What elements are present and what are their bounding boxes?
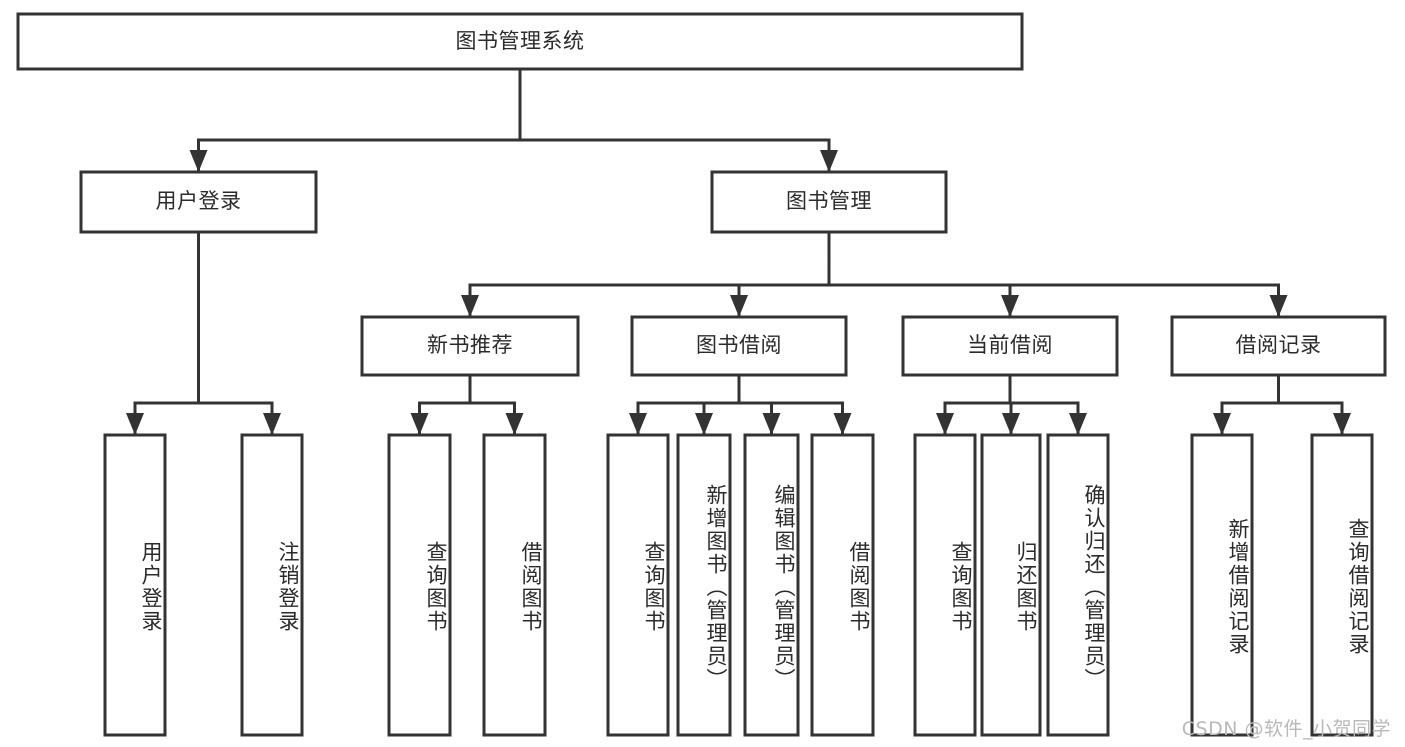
arrow-head-user-login-1 bbox=[263, 413, 281, 435]
arrow-head-user-login-0 bbox=[126, 413, 144, 435]
arrow-head-book-manage-3 bbox=[1269, 295, 1288, 317]
arrow-head-new-book-rec-1 bbox=[505, 413, 524, 435]
arrow-head-book-borrow-0 bbox=[629, 413, 647, 435]
arrow-head-book-borrow-3 bbox=[833, 413, 852, 435]
node-box-borrow-record[interactable] bbox=[1170, 315, 1387, 377]
arrow-head-book-manage-1 bbox=[730, 295, 748, 317]
node-box-new-book-rec[interactable] bbox=[360, 315, 580, 377]
node-box-leaf-logout[interactable] bbox=[240, 433, 304, 737]
arrow-head-root-1 bbox=[820, 150, 838, 172]
node-box-leaf-confirm[interactable] bbox=[1046, 433, 1110, 737]
arrow-head-book-manage-0 bbox=[461, 295, 479, 317]
edges-layer bbox=[126, 67, 1351, 437]
node-box-leaf-query-1[interactable] bbox=[387, 433, 452, 737]
node-box-leaf-query-3[interactable] bbox=[913, 433, 977, 737]
node-box-leaf-query-2[interactable] bbox=[606, 433, 670, 737]
node-box-leaf-return[interactable] bbox=[980, 433, 1042, 737]
node-box-book-borrow[interactable] bbox=[630, 315, 848, 377]
node-box-book-manage[interactable] bbox=[710, 170, 948, 234]
arrow-head-borrow-record-0 bbox=[1213, 413, 1231, 435]
arrow-head-current-borrow-2 bbox=[1069, 413, 1087, 435]
arrow-head-book-borrow-1 bbox=[695, 413, 713, 435]
node-box-leaf-borrow-1[interactable] bbox=[482, 433, 547, 737]
node-box-leaf-borrow-2[interactable] bbox=[810, 433, 875, 737]
node-box-leaf-add-rec[interactable] bbox=[1190, 433, 1254, 737]
boxes-layer bbox=[16, 12, 1387, 737]
node-box-user-login[interactable] bbox=[79, 170, 318, 234]
arrow-head-borrow-record-1 bbox=[1333, 413, 1351, 435]
arrow-head-new-book-rec-0 bbox=[410, 413, 429, 435]
node-box-leaf-user-login[interactable] bbox=[103, 433, 167, 737]
watermark-text: CSDN @软件_小贺同学 bbox=[1181, 718, 1391, 740]
arrow-head-book-manage-2 bbox=[1001, 295, 1019, 317]
node-box-current-borrow[interactable] bbox=[901, 315, 1119, 377]
node-box-leaf-add-book[interactable] bbox=[676, 433, 732, 737]
arrow-head-root-0 bbox=[189, 150, 208, 172]
node-box-root[interactable] bbox=[16, 12, 1024, 71]
node-box-leaf-query-rec[interactable] bbox=[1310, 433, 1374, 737]
node-box-leaf-edit-book[interactable] bbox=[743, 433, 800, 737]
arrow-head-book-borrow-2 bbox=[762, 413, 781, 435]
arrow-head-current-borrow-0 bbox=[936, 413, 954, 435]
arrow-head-current-borrow-1 bbox=[1002, 413, 1020, 435]
